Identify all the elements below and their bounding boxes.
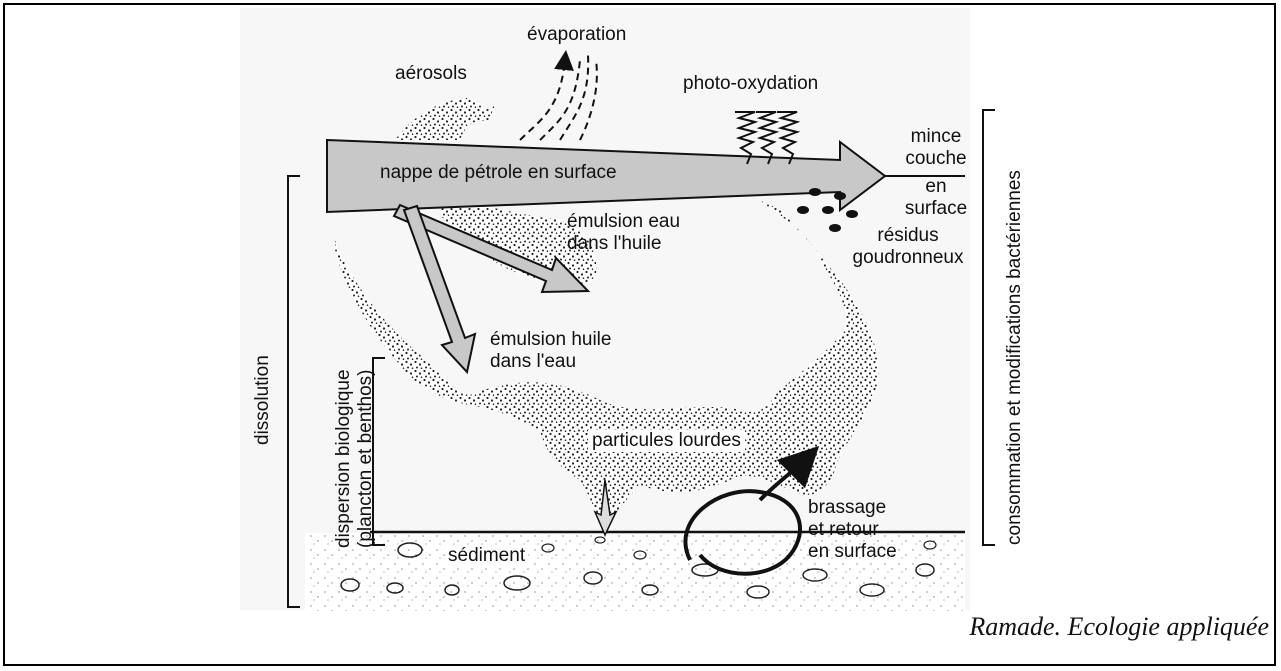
consumption-bracket <box>983 110 995 545</box>
thin-layer-label-4: surface <box>900 198 972 220</box>
mixing-label-2: et retour <box>808 519 879 541</box>
source-caption: Ramade. Ecologie appliquée <box>969 612 1269 642</box>
oil-in-water-label-1: émulsion huile <box>490 329 611 351</box>
water-in-oil-label-1: émulsion eau <box>567 211 680 233</box>
heavy-particles-label: particules lourdes <box>588 430 745 452</box>
mixing-label-1: brassage <box>808 497 886 519</box>
aerosols-label: aérosols <box>395 63 467 85</box>
dispersion-label-1: dispersion biologique <box>333 369 355 548</box>
mixing-label-3: en surface <box>808 541 897 563</box>
consumption-label: consommation et modifications bactérienn… <box>1004 170 1026 545</box>
thin-layer-label-1: mince <box>900 126 972 148</box>
oil-in-water-label-2: dans l'eau <box>490 351 576 373</box>
oil-slick-label: nappe de pétrole en surface <box>380 162 617 184</box>
tar-residues-label-2: goudronneux <box>848 247 968 269</box>
tar-residues-label-1: résidus <box>848 225 968 247</box>
dissolution-label: dissolution <box>252 355 274 445</box>
photo-oxydation-label: photo-oxydation <box>683 73 818 95</box>
dispersion-label-2: (plancton et benthos) <box>355 369 377 548</box>
sediment-label: sédiment <box>445 545 528 567</box>
thin-layer-label-3: en <box>900 176 972 198</box>
thin-layer-label-2: couche <box>900 148 972 170</box>
evaporation-label: évaporation <box>527 24 626 46</box>
water-in-oil-label-2: dans l'huile <box>567 233 661 255</box>
